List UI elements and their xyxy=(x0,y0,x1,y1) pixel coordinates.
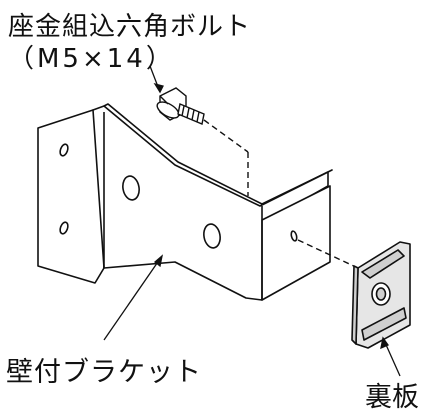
back-plate xyxy=(351,241,411,349)
hole-right-flange xyxy=(290,230,298,242)
leader-lines xyxy=(103,65,401,377)
bolt-spec-label: （M5×14） xyxy=(8,44,175,74)
hole-body-1 xyxy=(122,175,140,201)
hex-bolt xyxy=(156,87,205,125)
hole-left-top xyxy=(59,143,69,157)
bolt-name-label: 座金組込六角ボルト xyxy=(8,12,252,42)
wall-bracket-label: 壁付ブラケット xyxy=(6,357,202,388)
back-plate-label: 裏板 xyxy=(365,382,419,413)
assembly-guide-lines xyxy=(203,119,359,269)
hole-left-bottom xyxy=(59,221,69,235)
wall-bracket xyxy=(37,103,333,301)
hole-body-2 xyxy=(203,223,221,249)
